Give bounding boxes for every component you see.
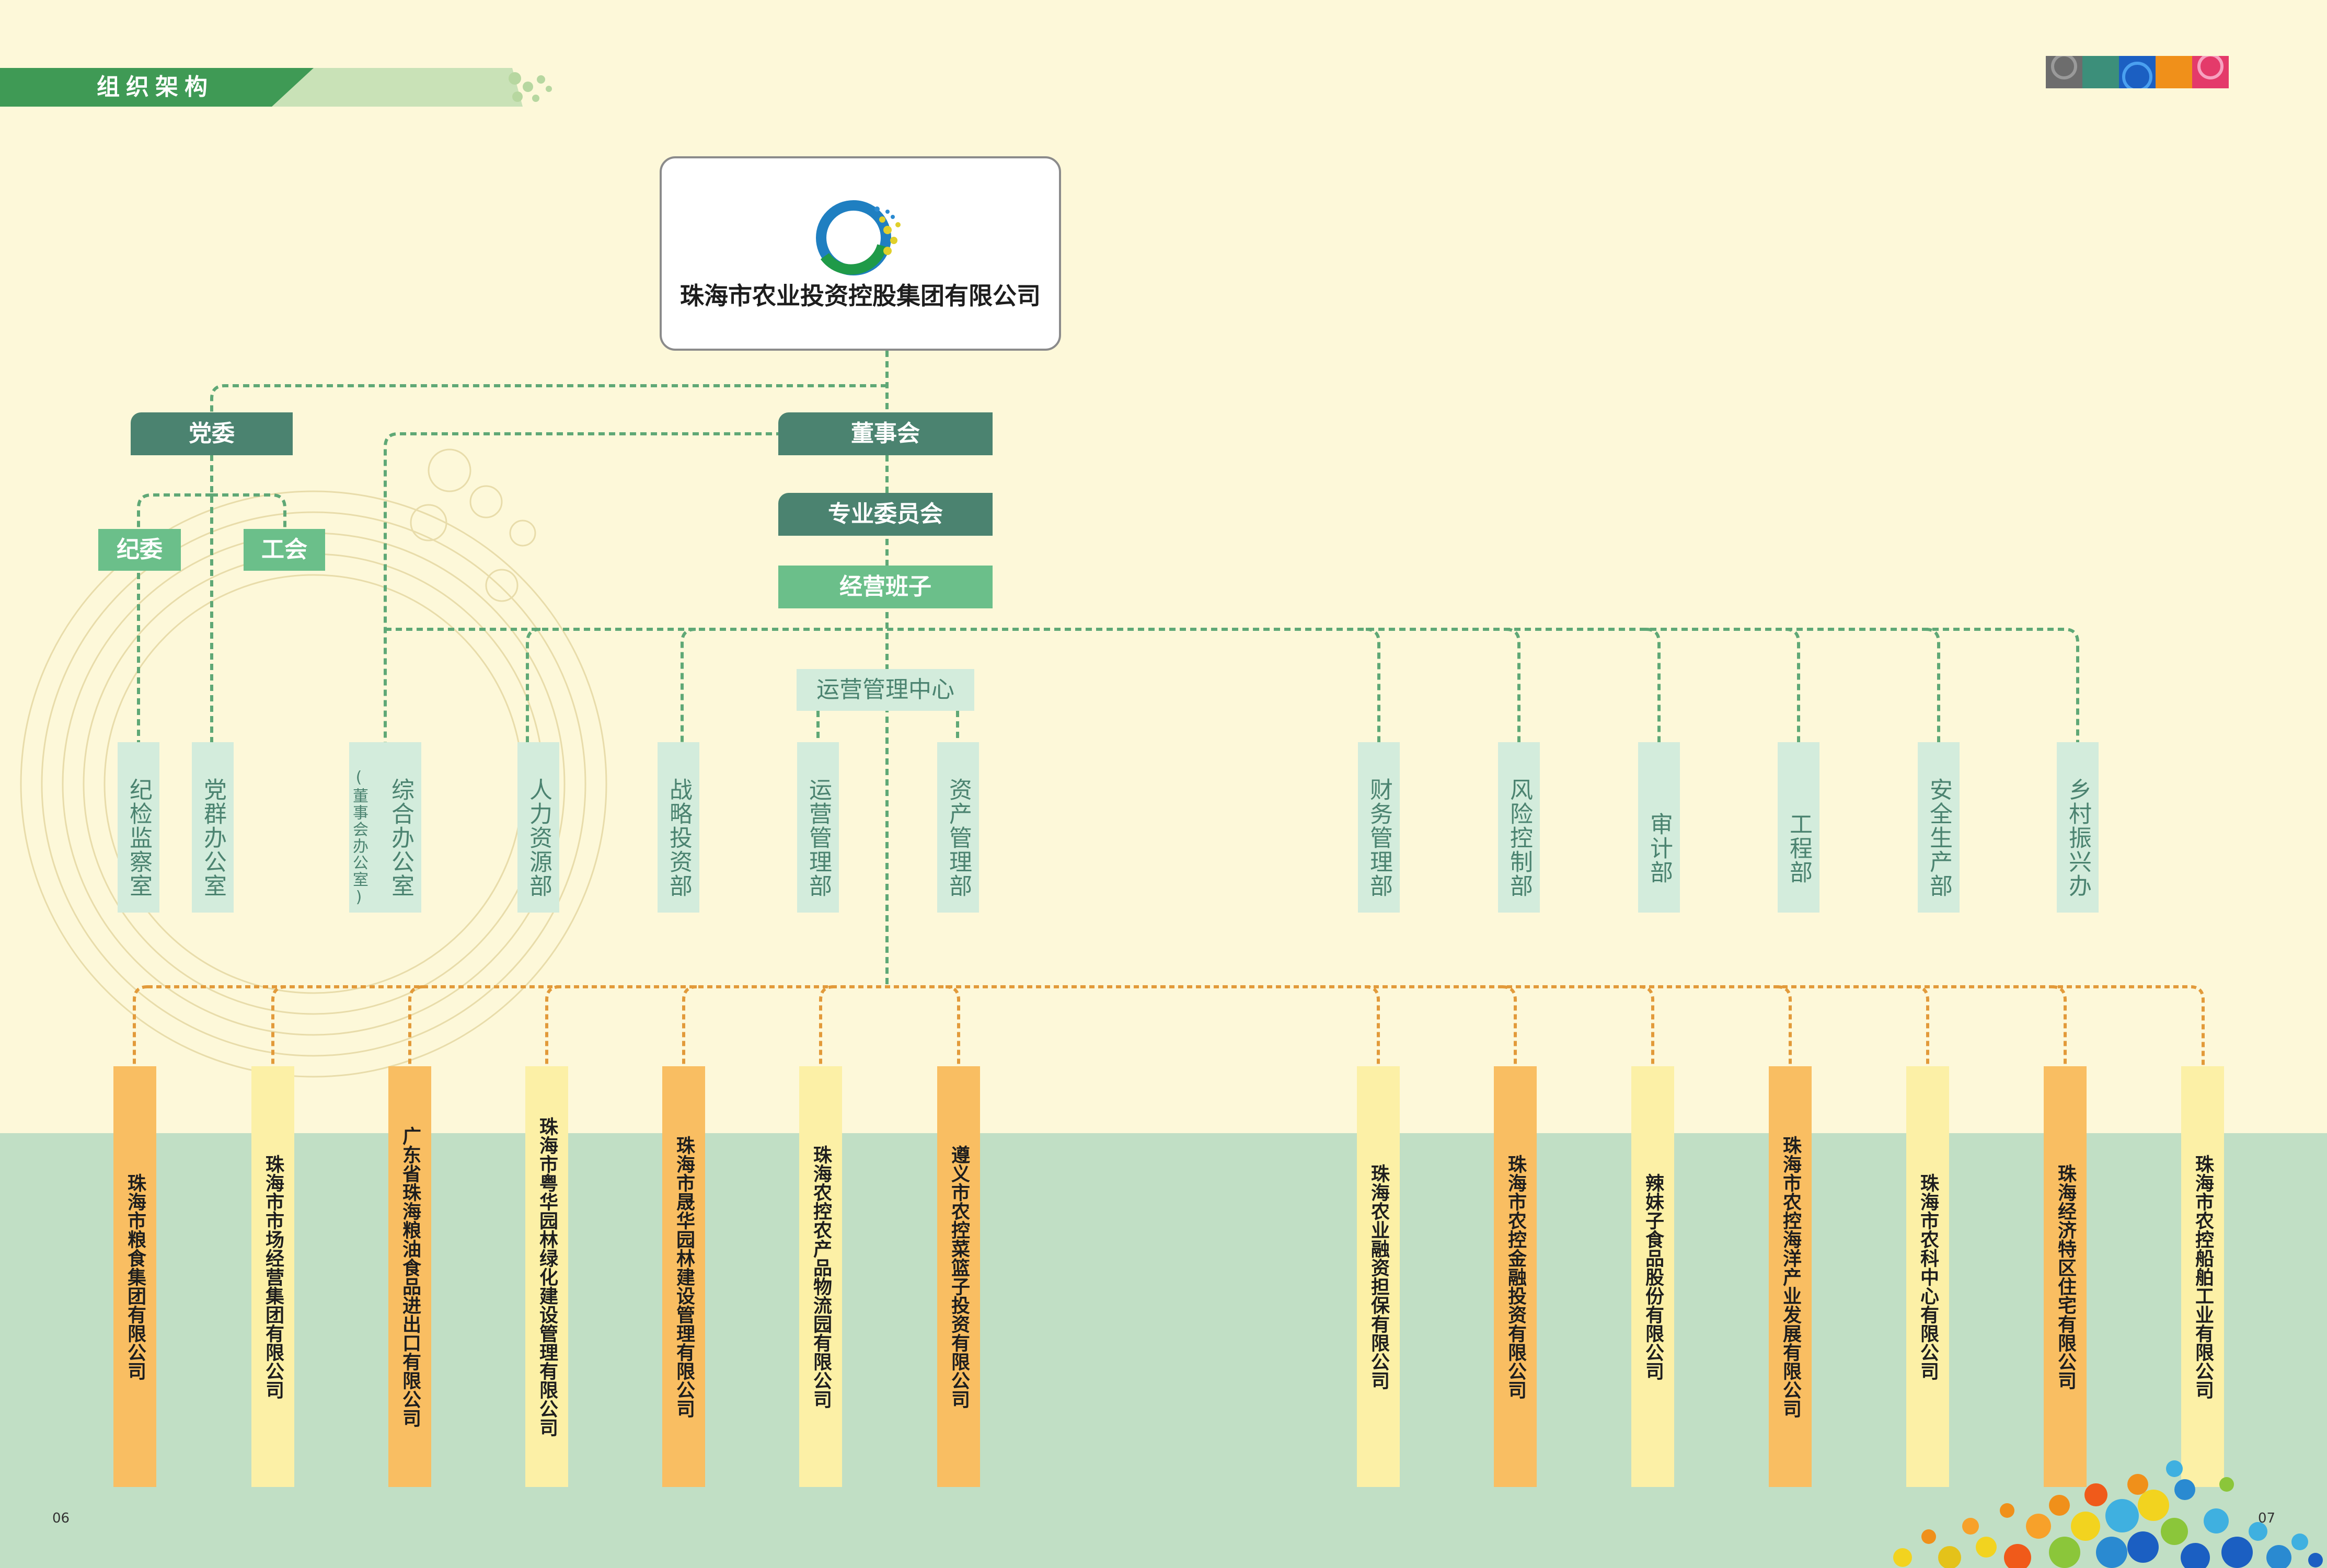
- dept-box: 审计部: [1638, 742, 1680, 913]
- subsidiary-box: 珠海市晟华园林建设管理有限公司: [662, 1066, 705, 1487]
- subsidiary-box: 辣妹子食品股份有限公司: [1631, 1066, 1674, 1487]
- management-box: 经营班子: [778, 566, 993, 608]
- dept-box: 战略投资部: [658, 742, 699, 913]
- dept-box: 乡村振兴办: [2057, 742, 2099, 913]
- section-header-bar: [0, 68, 552, 107]
- subsidiary-box: 珠海农业融资担保有限公司: [1357, 1066, 1400, 1487]
- party-committee-box: 党委: [131, 412, 293, 455]
- page-number-right: 07: [2258, 1511, 2276, 1526]
- union-box: 工会: [244, 529, 325, 571]
- dept-box: 工程部: [1778, 742, 1819, 913]
- dept-box: 运营管理部: [797, 742, 839, 913]
- subsidiary-box: 珠海农控农产品物流园有限公司: [799, 1066, 842, 1487]
- ring-logo-icon: [816, 200, 901, 275]
- dept-box: 纪检监察室: [118, 742, 159, 913]
- subsidiary-box: 珠海市粤华园林绿化建设管理有限公司: [525, 1066, 568, 1487]
- board-box: 董事会: [778, 412, 993, 455]
- subsidiary-box: 珠海经济特区住宅有限公司: [2044, 1066, 2087, 1487]
- discipline-committee-box: 纪委: [98, 529, 181, 571]
- dept-box: 党群办公室: [192, 742, 234, 913]
- dept-box: 风险控制部: [1498, 742, 1540, 913]
- subsidiary-box: 珠海市农控海洋产业发展有限公司: [1769, 1066, 1812, 1487]
- dept-box: 财务管理部: [1358, 742, 1400, 913]
- subsidiary-box: 珠海市农控金融投资有限公司: [1494, 1066, 1537, 1487]
- subsidiary-box: 珠海市市场经营集团有限公司: [251, 1066, 294, 1487]
- dept-box: 综合办公室 (董事会办公室): [349, 742, 421, 913]
- dept-box: 资产管理部: [937, 742, 979, 913]
- subsidiary-box: 珠海市农科中心有限公司: [1906, 1066, 1949, 1487]
- root-company-box: [660, 156, 1061, 351]
- page-number-left: 06: [52, 1511, 70, 1526]
- decorative-line-art: [20, 448, 607, 1078]
- dept-box: 人力资源部: [517, 742, 559, 913]
- dept-label: 综合办公室: [387, 778, 414, 898]
- ops-center-box: 运营管理中心: [797, 669, 974, 711]
- subsidiary-box: 广东省珠海粮油食品进出口有限公司: [388, 1066, 431, 1487]
- subsidiary-box: 珠海市粮食集团有限公司: [113, 1066, 156, 1487]
- section-title: 组织架构: [97, 74, 214, 100]
- committee-box: 专业委员会: [778, 493, 993, 536]
- subsidiary-box: 遵义市农控菜篮子投资有限公司: [937, 1066, 980, 1487]
- subsidiary-box: 珠海市农控船舶工业有限公司: [2181, 1066, 2224, 1487]
- dept-sublabel: (董事会办公室): [350, 768, 368, 907]
- color-swatch-strip: [2046, 56, 2229, 88]
- root-company-title: 珠海市农业投资控股集团有限公司: [680, 282, 1041, 310]
- decorative-dots: [1893, 1460, 2323, 1568]
- dept-box: 安全生产部: [1918, 742, 1960, 913]
